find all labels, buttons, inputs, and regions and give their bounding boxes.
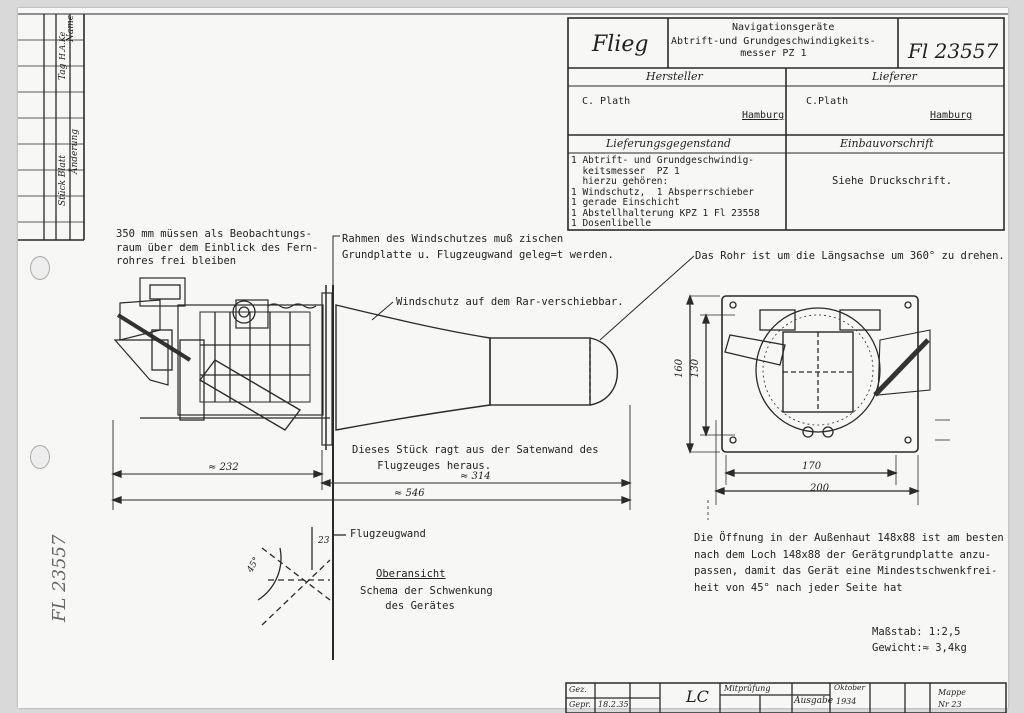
note-oeffnung: Die Öffnung in der Außenhaut 148x88 ist … — [694, 532, 1004, 594]
note-rohr: Das Rohr ist um die Längsachse um 360° z… — [695, 250, 1005, 262]
dim-200: 200 — [810, 483, 830, 494]
lieferer-city: Hamburg — [930, 110, 973, 121]
footer-year: 1934 — [836, 697, 857, 706]
rev-label-aenderung: Änderung — [70, 128, 80, 174]
lieferer-label: Lieferer — [872, 70, 917, 83]
rev-label-name: Name — [66, 14, 76, 42]
label-flugzeugwand: Flugzeugwand — [350, 528, 426, 540]
punch-hole-bottom — [30, 445, 50, 469]
margin-code: FL 23557 — [49, 534, 70, 622]
einbau-text: Siehe Druckschrift. — [832, 175, 953, 187]
hersteller-city: Hamburg — [742, 110, 785, 121]
footer-gepr: Gepr. — [569, 700, 591, 709]
maker-label: Flieg — [592, 32, 649, 57]
dim-232: ≈ 232 — [208, 462, 239, 473]
dim-130: 130 — [690, 358, 701, 378]
liefer-items: 1 Abtrift- und Grundgeschwindig- keitsme… — [571, 155, 760, 229]
device-name: Abtrift-und Grundgeschwindigkeits- messe… — [671, 36, 876, 59]
rev-entry-hake: H.A.Ke — [58, 31, 67, 60]
note-windschutz: Windschutz auf dem Rar-verschiebbar. — [396, 296, 624, 308]
footer-mitpruefung: Mitprüfung — [724, 684, 771, 693]
label-schema: Schema der Schwenkung des Gerätes — [360, 585, 493, 612]
liefer-label: Lieferungsgegenstand — [606, 137, 731, 150]
hersteller-label: Hersteller — [646, 70, 703, 83]
footer-ausgabe: Ausgabe — [794, 696, 834, 706]
dim-170: 170 — [802, 461, 822, 472]
hersteller-name: C. Plath — [582, 96, 631, 107]
label-oberansicht: Oberansicht — [376, 568, 446, 580]
rev-label-stueck: Stück Blatt — [58, 154, 68, 206]
category-label: Navigationsgeräte — [732, 22, 835, 33]
footer-mappe: Mappe — [938, 688, 966, 697]
punch-hole-top — [30, 256, 50, 280]
dim-23: 23 — [318, 536, 330, 546]
label-gewicht: Gewicht:≈ 3,4kg — [872, 642, 967, 654]
note-beobachtung: 350 mm müssen als Beobachtungs- raum übe… — [116, 228, 319, 267]
drawing-number: Fl 23557 — [908, 39, 999, 63]
footer-oktober: Oktober — [834, 683, 866, 692]
note-stueck: Dieses Stück ragt aus der Satenwand des … — [352, 444, 599, 472]
footer-nr: Nr 23 — [938, 700, 962, 709]
dim-160: 160 — [674, 358, 685, 378]
rev-label-tag: Tag — [58, 63, 68, 80]
einbau-label: Einbauvorschrift — [840, 137, 934, 150]
footer-date: 18.2.35 — [598, 700, 629, 709]
lieferer-name: C.Plath — [806, 96, 849, 107]
note-rahmen: Rahmen des Windschutzes muß zischen Grun… — [342, 233, 614, 261]
label-massstab: Maßstab: 1:2,5 — [872, 626, 961, 638]
drawing-sheet — [18, 8, 1008, 708]
dim-546: ≈ 546 — [394, 488, 425, 499]
footer-gez: Gez. — [569, 685, 587, 694]
footer-lc: LC — [686, 687, 709, 706]
dim-314: ≈ 314 — [460, 471, 491, 482]
